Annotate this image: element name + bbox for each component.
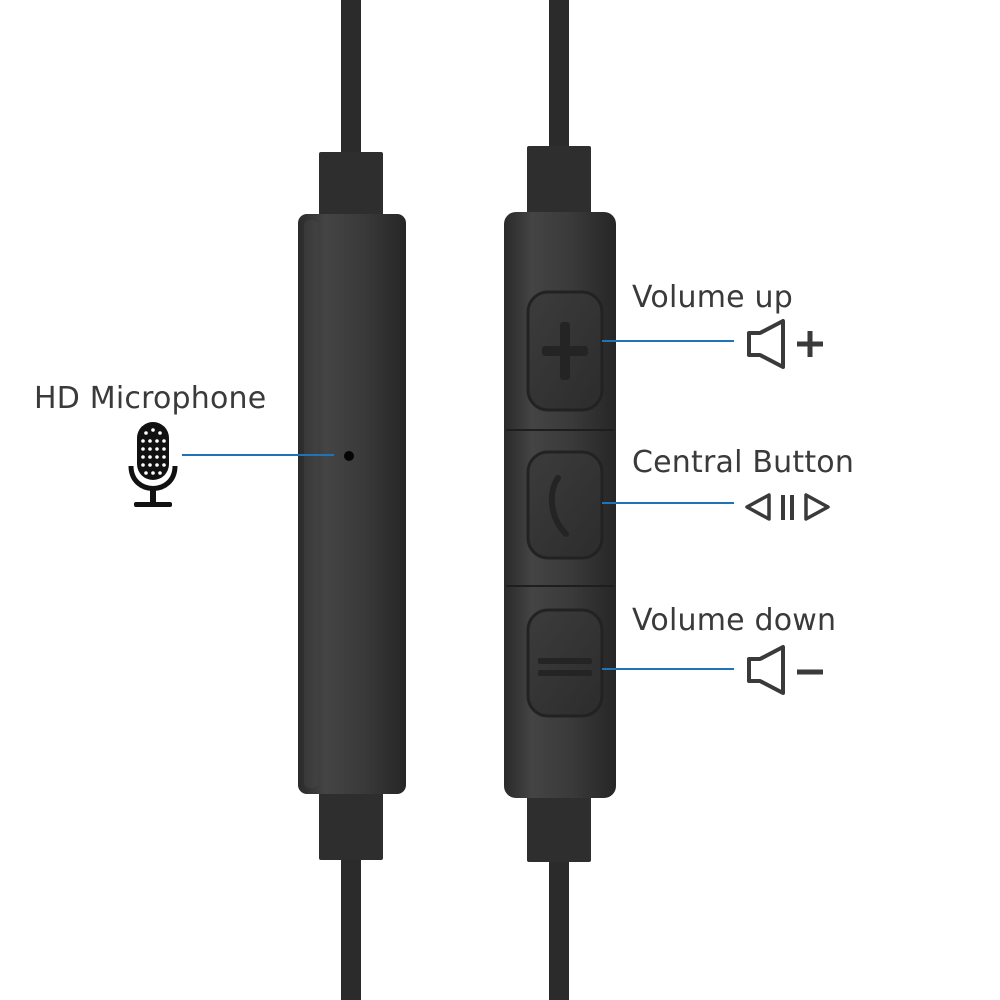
volume-down-label: Volume down bbox=[632, 603, 837, 638]
volume-down-button[interactable] bbox=[526, 608, 604, 718]
play-pause-icon bbox=[745, 493, 830, 521]
central-button[interactable] bbox=[526, 450, 604, 560]
left-cable bbox=[319, 0, 383, 1000]
volume-up-button[interactable] bbox=[526, 290, 604, 412]
right-cable bbox=[527, 0, 591, 1000]
microphone-hole bbox=[344, 451, 354, 461]
hd-microphone-label: HD Microphone bbox=[34, 381, 267, 416]
microphone-housing bbox=[298, 214, 406, 794]
microphone-icon bbox=[128, 422, 178, 507]
speaker-minus-icon bbox=[747, 645, 823, 695]
volume-up-label: Volume up bbox=[632, 280, 793, 315]
central-button-label: Central Button bbox=[632, 445, 855, 480]
speaker-plus-icon bbox=[747, 319, 823, 369]
